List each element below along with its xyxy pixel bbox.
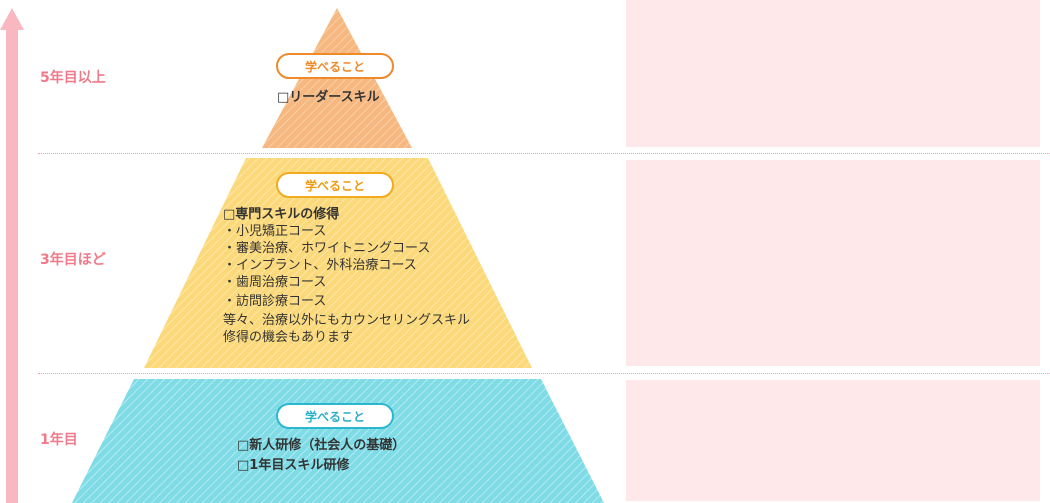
level-label-1st-year: 1年目 [40,432,78,448]
bottom-tier-text: □新人研修（社会人の基礎） □1年目スキル研修 [237,436,405,476]
side-panel-middle [626,160,1040,366]
course-item: ・インプラント、外科治療コース [223,258,417,273]
note-line: 等々、治療以外にもカウンセリングスキル [223,313,471,328]
side-panel-top [626,0,1040,147]
course-item: ・訪問診療コース [223,294,327,309]
skill-heading-specialist: □専門スキルの修得 [223,207,340,222]
skill-leader: □リーダースキル [277,90,380,105]
arrow-head [0,8,24,30]
pyramid-tier-middle [144,158,532,368]
divider-bottom [38,373,1050,374]
course-item: ・審美治療、ホワイトニングコース [223,241,431,256]
growth-arrow [0,8,24,503]
skill-first-year-training: □1年目スキル研修 [237,458,350,473]
divider-top [38,153,1050,154]
pyramid-tier-bottom [72,379,604,503]
badge-top: 学べること [276,53,394,79]
side-panel-bottom [626,380,1040,501]
course-item: ・歯周治療コース [223,275,327,290]
level-label-3rd-year: 3年目ほど [40,252,106,268]
badge-bottom: 学べること [276,403,394,429]
badge-middle: 学べること [276,172,394,198]
course-item: ・小児矯正コース [223,224,327,239]
arrow-shaft [6,29,18,503]
note-line: 修得の機会もあります [223,330,354,345]
skill-newcomer-training: □新人研修（社会人の基礎） [237,438,406,453]
level-label-5th-year: 5年目以上 [40,70,106,86]
middle-tier-text: □専門スキルの修得 ・小児矯正コース ・審美治療、ホワイトニングコース ・インプ… [223,206,470,346]
